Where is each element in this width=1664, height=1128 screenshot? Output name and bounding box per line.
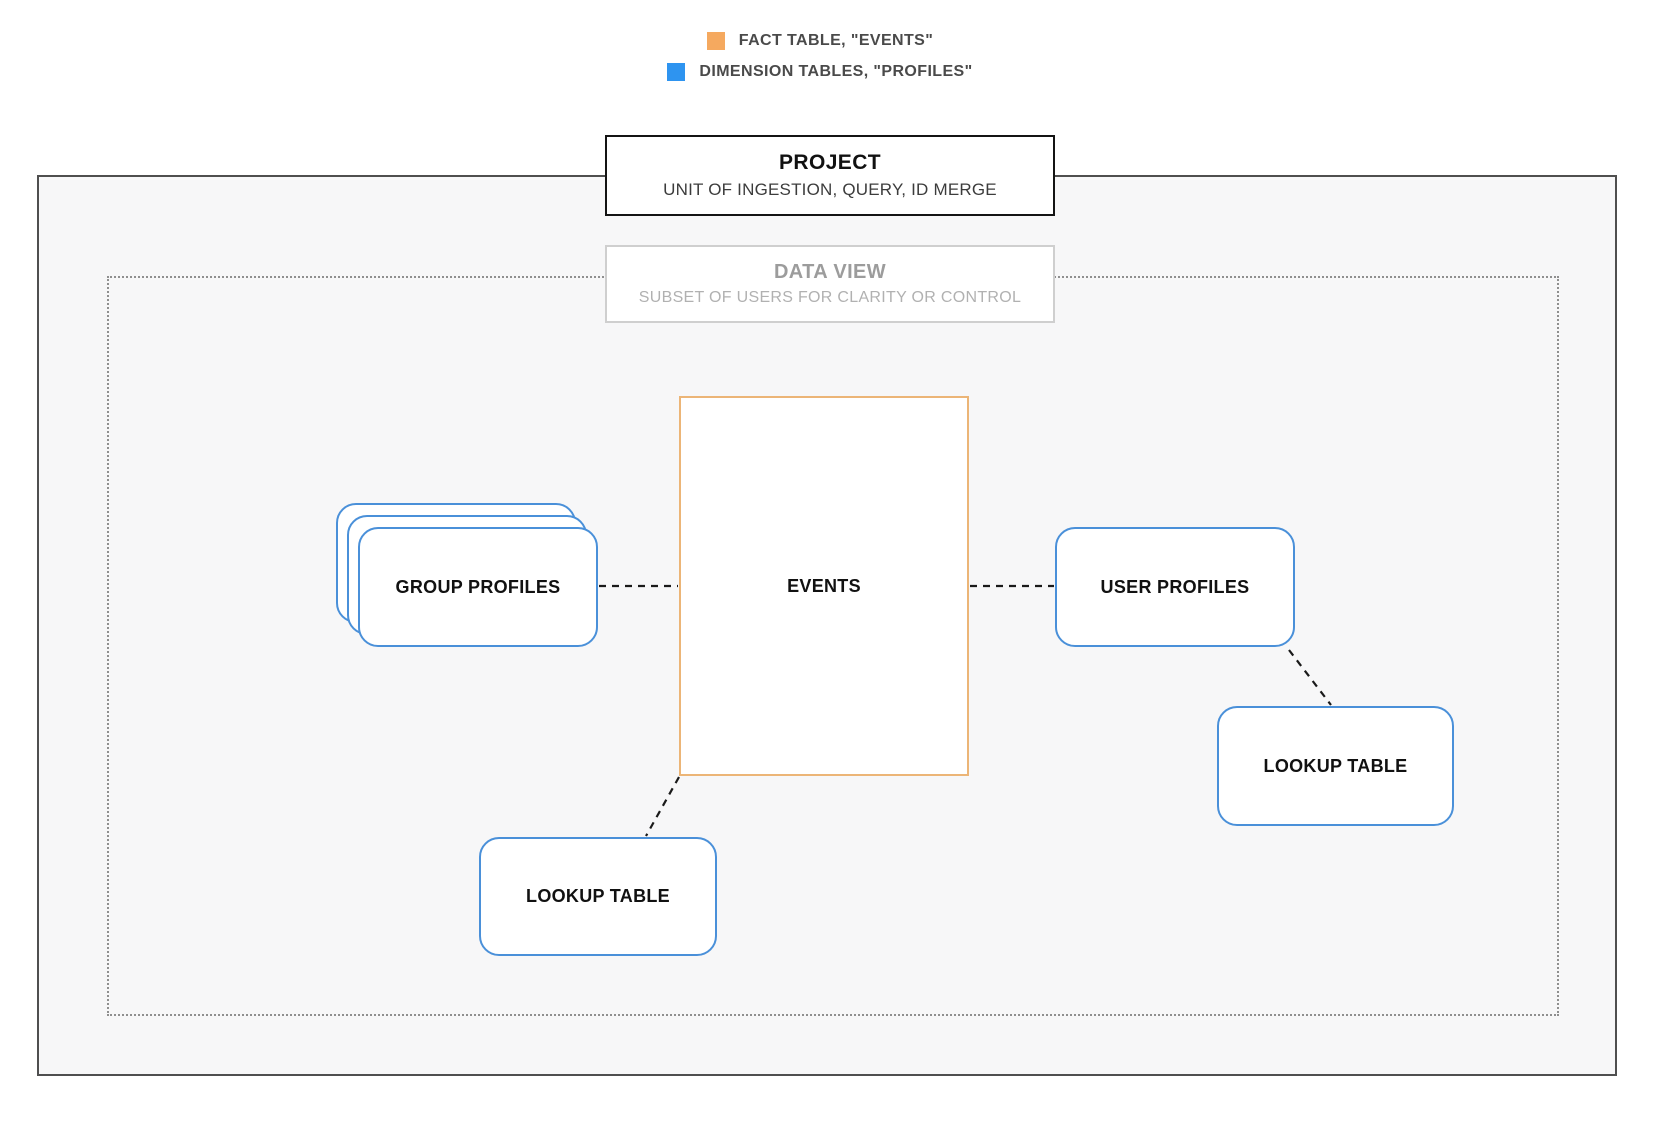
legend: FACT TABLE, "EVENTS" DIMENSION TABLES, "… — [0, 32, 1640, 81]
project-subtitle: UNIT OF INGESTION, QUERY, ID MERGE — [663, 180, 997, 199]
data-view-title: DATA VIEW — [773, 261, 887, 283]
user-profiles-label: USER PROFILES — [1100, 576, 1250, 597]
group-profiles-label: GROUP PROFILES — [395, 576, 561, 597]
lookup-table-bottom-node: LOOKUP TABLE — [479, 837, 717, 956]
legend-item-fact-table: FACT TABLE, "EVENTS" — [706, 32, 934, 50]
legend-label: FACT TABLE, "EVENTS" — [738, 32, 934, 49]
lookup-table-right-label: LOOKUP TABLE — [1263, 755, 1408, 776]
group-profiles-node: GROUP PROFILES — [358, 527, 598, 647]
legend-item-dimension-tables: DIMENSION TABLES, "PROFILES" — [667, 63, 972, 81]
project-header-box: PROJECT UNIT OF INGESTION, QUERY, ID MER… — [605, 135, 1055, 216]
data-view-subtitle: SUBSET OF USERS FOR CLARITY OR CONTROL — [638, 289, 1022, 306]
lookup-table-bottom-label: LOOKUP TABLE — [526, 886, 670, 906]
lookup-table-right-node: LOOKUP TABLE — [1217, 706, 1454, 826]
data-view-header-box: DATA VIEW SUBSET OF USERS FOR CLARITY OR… — [605, 245, 1055, 323]
dimension-tables-swatch-icon — [667, 63, 686, 81]
project-title: PROJECT — [779, 151, 881, 174]
fact-table-swatch-icon — [706, 32, 725, 50]
events-label: EVENTS — [787, 575, 861, 596]
user-profiles-node: USER PROFILES — [1055, 527, 1295, 647]
legend-label: DIMENSION TABLES, "PROFILES" — [699, 63, 973, 80]
events-node: EVENTS — [679, 396, 969, 776]
